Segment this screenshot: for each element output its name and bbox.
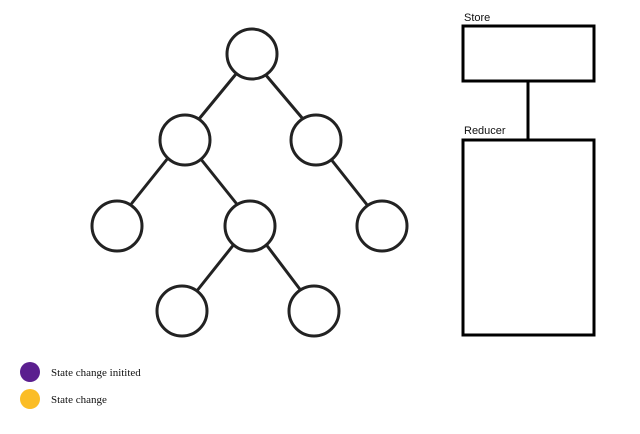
tree-node-left-right [223,199,277,253]
edge-root-left [197,72,238,121]
tree-nodes [90,27,409,338]
tree-node-left-right-right [287,284,341,338]
edge-left-left-left [130,156,170,205]
store-box [461,24,596,83]
edge-left-left-right [198,156,238,205]
edge-left-right-left-right-right [263,241,304,294]
legend-label-state-change: State change [51,394,107,406]
edge-root-right [263,72,305,121]
tree-node-right-right [355,199,409,253]
store-label: Store [464,12,490,24]
tree-node-right [289,113,343,167]
store-reducer-group: Store Reducer [461,12,596,337]
legend-swatch-state-change [20,389,40,409]
reducer-box [461,138,596,337]
edge-right-right-right [328,156,370,208]
tree-node-left [158,113,212,167]
tree-node-left-left [90,199,144,253]
legend: State change initited State change [20,362,141,409]
reducer-label: Reducer [464,125,506,137]
legend-label-state-change-initited: State change initited [51,367,141,379]
tree-edges [130,72,370,294]
tree-node-left-right-left [155,284,209,338]
legend-swatch-state-change-initited [20,362,40,382]
edge-left-right-left-right-left [194,241,237,294]
tree-node-root [225,27,279,81]
